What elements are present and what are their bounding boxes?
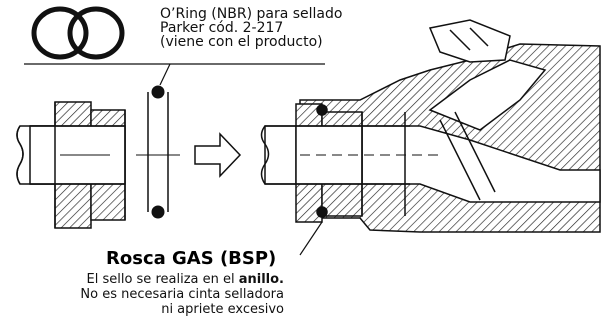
- seal-note-line1-prefix: El sello se realiza en el: [86, 272, 239, 287]
- arrow-right-icon: [194, 132, 242, 178]
- oring-note: O’Ring (NBR) para sellado Parker cód. 2-…: [160, 7, 342, 49]
- seal-note-line3: ni apriete excesivo: [161, 302, 284, 317]
- oring-leader-line: [24, 63, 325, 86]
- oring-note-line3: (viene con el producto): [160, 34, 323, 50]
- male-fitting: [16, 101, 126, 229]
- seal-note: El sello se realiza en el anillo. No es …: [80, 272, 284, 317]
- oring-note-line2: Parker cód. 2-217: [160, 20, 284, 36]
- oring-note-line1: O’Ring (NBR) para sellado: [160, 6, 343, 22]
- seal-note-line2: No es necesaria cinta selladora: [80, 287, 284, 302]
- seal-note-line1: El sello se realiza en el anillo.: [80, 272, 285, 287]
- seal-note-line1-bold: anillo.: [238, 272, 284, 287]
- thread-type-title: Rosca GAS (BSP): [106, 248, 277, 269]
- oring-side-view: [136, 85, 180, 219]
- oring-pair-icon: [31, 6, 125, 60]
- assembled-valve: [260, 19, 601, 256]
